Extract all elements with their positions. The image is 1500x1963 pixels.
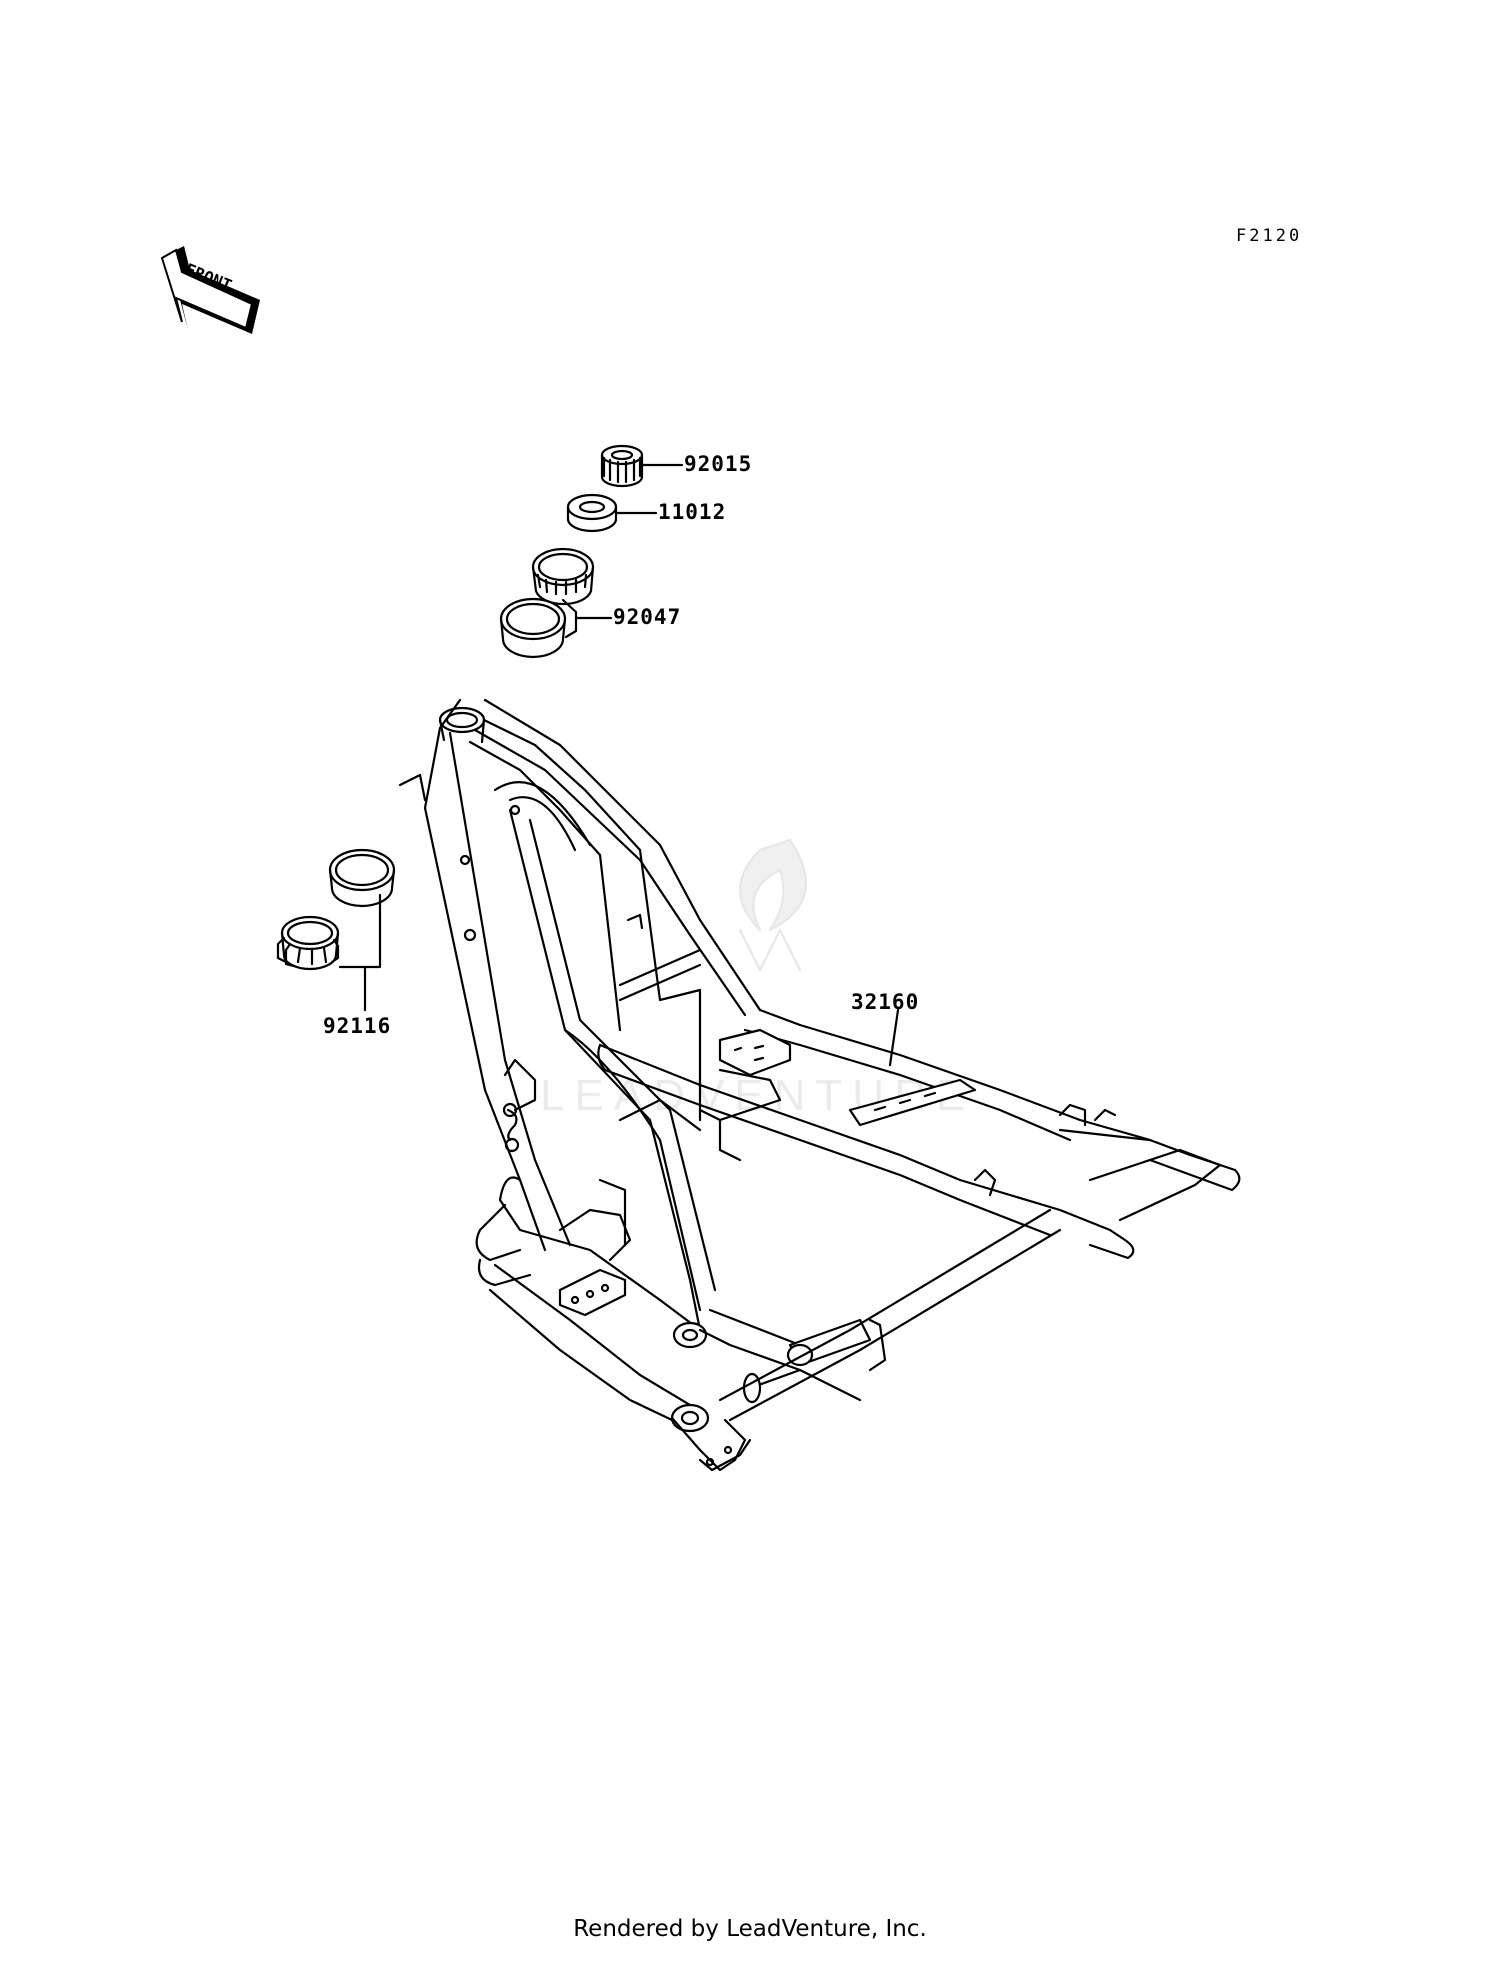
leader-92116 bbox=[338, 893, 382, 1012]
diagram-code: F2120 bbox=[1236, 226, 1303, 246]
leader-92047 bbox=[561, 598, 613, 639]
footer-credit: Rendered by LeadVenture, Inc. bbox=[573, 1916, 927, 1942]
leader-32160 bbox=[888, 1008, 900, 1067]
upper-race-icon bbox=[531, 547, 595, 606]
lower-cup-icon bbox=[328, 848, 396, 908]
steering-nut-icon bbox=[600, 444, 644, 488]
frame-icon bbox=[398, 698, 1241, 1472]
lower-race-icon bbox=[276, 915, 340, 971]
dust-seal-icon bbox=[566, 493, 618, 533]
part-label-92116[interactable]: 92116 bbox=[323, 1014, 392, 1038]
part-label-32160[interactable]: 32160 bbox=[851, 990, 920, 1014]
watermark-logo bbox=[738, 838, 808, 972]
part-label-92015[interactable]: 92015 bbox=[684, 452, 753, 476]
upper-cup-icon bbox=[499, 597, 567, 659]
part-label-92047[interactable]: 92047 bbox=[613, 605, 682, 629]
part-label-11012[interactable]: 11012 bbox=[658, 500, 727, 524]
